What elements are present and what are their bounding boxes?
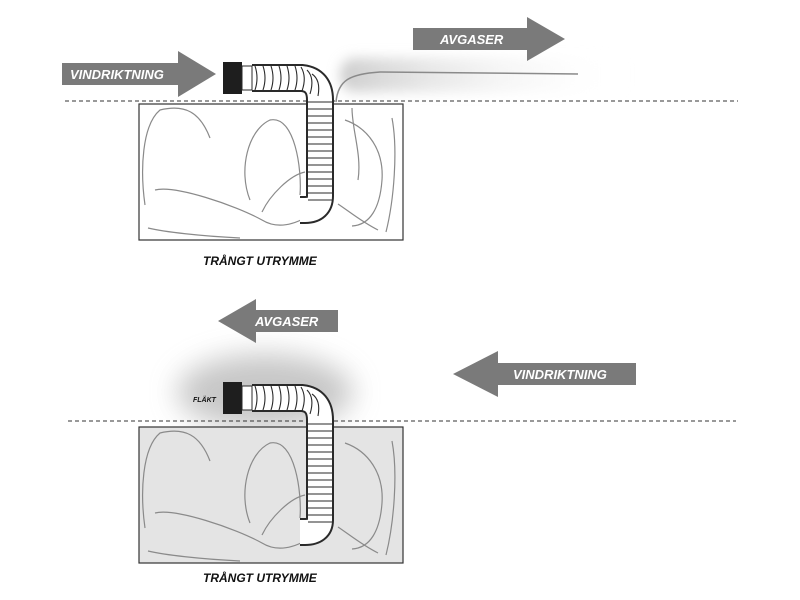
exhaust-arrow-top: AVGASER bbox=[413, 17, 565, 61]
fan-connector-top bbox=[241, 65, 253, 91]
clutter-sketch-bottom bbox=[142, 430, 396, 562]
wind-direction-arrow-bottom: VINDRIKTNING bbox=[453, 351, 636, 397]
exhaust-label-bottom: AVGASER bbox=[254, 314, 319, 329]
diagram-bottom: FLÄKT AVGASER VINDRIKTNING TRÅNGT UTRYMM… bbox=[68, 299, 736, 585]
exhaust-smoke-top bbox=[340, 58, 630, 92]
exhaust-arrow-bottom: AVGASER bbox=[218, 299, 338, 343]
caption-bottom: TRÅNGT UTRYMME bbox=[203, 571, 318, 585]
confined-space-top bbox=[138, 103, 404, 241]
confined-space-bottom bbox=[138, 426, 404, 564]
fan-top bbox=[223, 62, 242, 94]
exhaust-hose-top bbox=[252, 64, 334, 224]
diagram-top: VINDRIKTNING AVGASER TRÅNGT UTRYMME bbox=[62, 17, 738, 268]
wind-direction-arrow-top: VINDRIKTNING bbox=[62, 51, 216, 97]
wind-direction-label-top: VINDRIKTNING bbox=[70, 67, 164, 82]
exhaust-hose-bottom bbox=[252, 384, 334, 546]
fan-bottom bbox=[223, 382, 242, 414]
clutter-sketch-top bbox=[142, 107, 396, 239]
exhaust-label-top: AVGASER bbox=[439, 32, 504, 47]
caption-top: TRÅNGT UTRYMME bbox=[203, 254, 318, 268]
fan-label-bottom: FLÄKT bbox=[193, 396, 217, 404]
fan-connector-bottom bbox=[241, 385, 253, 411]
wind-direction-label-bottom: VINDRIKTNING bbox=[513, 367, 607, 382]
exhaust-stream-top bbox=[335, 71, 579, 103]
